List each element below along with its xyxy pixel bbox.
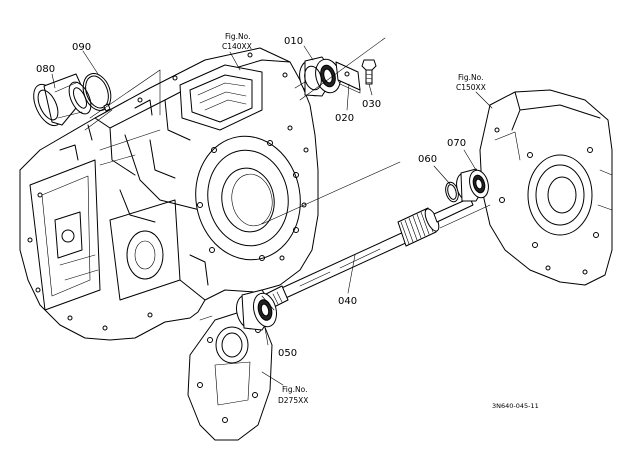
part-070-bearing	[456, 168, 489, 202]
part-label-010: 010	[284, 36, 303, 47]
part-label-040: 040	[338, 296, 357, 307]
part-080-seal-cap	[33, 73, 92, 127]
part-040-shaft	[261, 197, 474, 311]
part-050-bearing	[235, 289, 278, 331]
figure-ref-label: Fig.No.	[282, 385, 307, 394]
part-020-retainer-plate	[335, 61, 361, 94]
figure-ref-label: Fig.No.	[458, 73, 483, 82]
figure-reference-c140: Fig.No. C140XX	[222, 32, 252, 51]
part-030-bolt	[361, 59, 377, 85]
cover-plate	[187, 311, 273, 441]
drawing-code: 3N640-045-11	[492, 402, 539, 410]
figure-reference-d275: Fig.No. D275XX	[278, 385, 308, 405]
part-label-090: 090	[72, 42, 91, 53]
figure-ref-label: Fig.No.	[225, 32, 250, 41]
part-label-020: 020	[335, 113, 354, 124]
part-label-060: 060	[418, 154, 437, 165]
front-housing-partial	[479, 89, 613, 286]
figure-reference-c150: Fig.No. C150XX	[456, 73, 486, 92]
part-label-050: 050	[278, 348, 297, 359]
figure-ref-number: D275XX	[278, 396, 308, 405]
part-label-070: 070	[447, 138, 466, 149]
figure-ref-number: C140XX	[222, 42, 252, 51]
figure-ref-number: C150XX	[456, 83, 486, 92]
part-090-snap-ring	[82, 73, 112, 112]
transmission-case-housing	[19, 47, 319, 341]
part-label-080: 080	[36, 64, 55, 75]
part-label-030: 030	[362, 99, 381, 110]
assembly-axis-lines	[51, 37, 493, 386]
